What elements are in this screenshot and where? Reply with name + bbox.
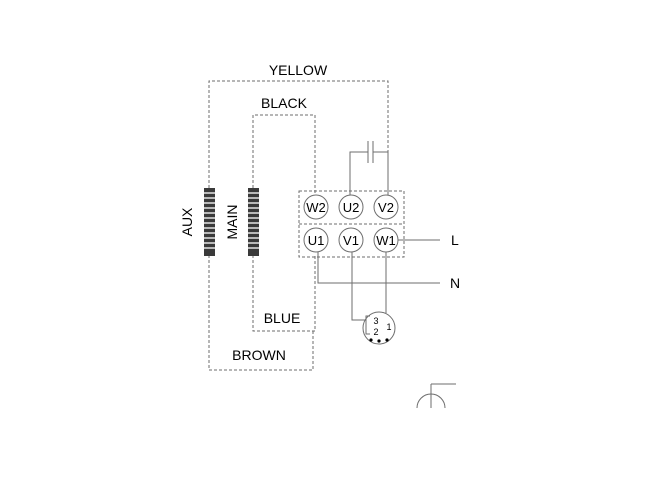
terminal-v1: V1: [338, 227, 364, 253]
svg-text:U1: U1: [308, 233, 325, 248]
protector-pin-2: 2: [373, 327, 378, 337]
main-winding-label: MAIN: [224, 205, 240, 240]
protector-pin-1: 1: [386, 322, 391, 332]
svg-text:W1: W1: [376, 233, 396, 248]
neutral-n-wire: [317, 252, 440, 284]
terminal-w2: W2: [303, 194, 329, 220]
brown-wire: [208, 255, 314, 371]
blue-wire: [252, 255, 316, 332]
yellow-label: YELLOW: [269, 62, 328, 78]
black-label: BLACK: [261, 95, 308, 111]
terminal-v2: V2: [373, 194, 399, 220]
terminal-block: [298, 190, 405, 258]
ground-icon: [416, 383, 456, 409]
neutral-n-label: N: [450, 275, 460, 291]
svg-text:U2: U2: [343, 200, 360, 215]
svg-text:W2: W2: [306, 200, 326, 215]
svg-text:V1: V1: [343, 233, 359, 248]
blue-label: BLUE: [264, 310, 301, 326]
yellow-wire: [208, 80, 389, 196]
thermal-protector: 3 2 1: [362, 311, 396, 345]
terminal-w1: W1: [373, 227, 399, 253]
terminal-u2: U2: [338, 194, 364, 220]
terminal-u1: U1: [303, 227, 329, 253]
aux-winding: [204, 188, 215, 256]
aux-winding-label: AUX: [179, 207, 195, 236]
thermal-protector-wires: [351, 252, 387, 321]
svg-text:V2: V2: [378, 200, 394, 215]
line-l-label: L: [451, 232, 459, 248]
protector-pin-3: 3: [373, 316, 378, 326]
brown-label: BROWN: [232, 347, 286, 363]
main-winding: [248, 188, 259, 256]
black-wire: [252, 114, 316, 201]
capacitor: [349, 141, 389, 196]
